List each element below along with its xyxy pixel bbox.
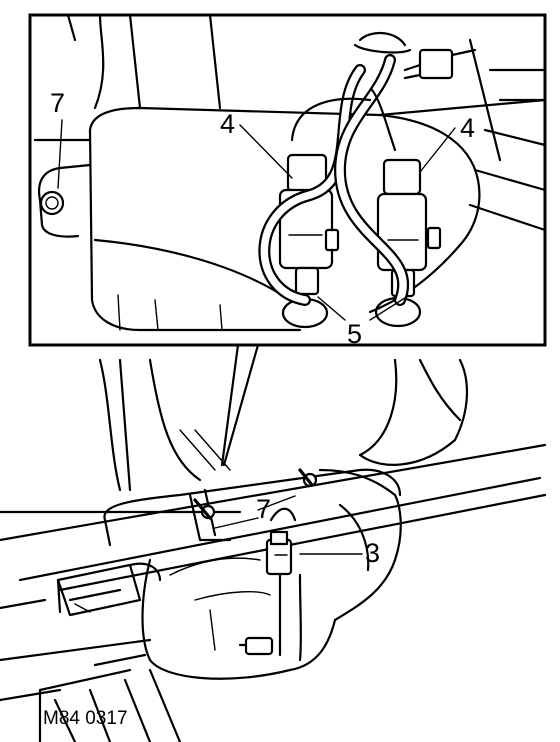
inset-frame bbox=[28, 13, 547, 347]
callout-bolt-inset: 7 bbox=[50, 88, 65, 118]
main-view bbox=[0, 358, 547, 742]
callout-hose: 5 bbox=[347, 319, 362, 349]
callout-bolts-lower: 7 bbox=[256, 494, 271, 524]
figure-reference: M84 0317 bbox=[43, 708, 128, 729]
callout-pump-left: 4 bbox=[220, 109, 235, 139]
callout-reservoir: 3 bbox=[365, 538, 380, 568]
callout-pump-right: 4 bbox=[460, 113, 475, 143]
inset-detail bbox=[30, 13, 547, 345]
inset-pointer bbox=[220, 343, 260, 467]
